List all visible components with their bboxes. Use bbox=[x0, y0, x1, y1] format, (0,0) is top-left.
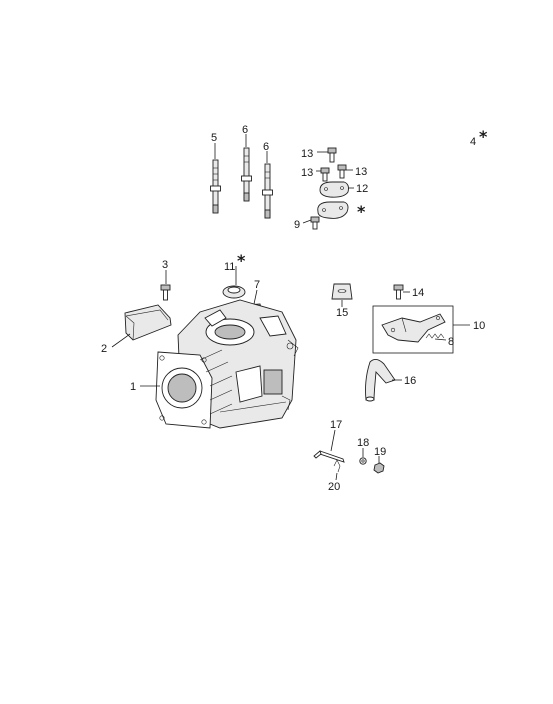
label-part-11: 11 bbox=[224, 261, 235, 273]
label-part-15: 15 bbox=[336, 307, 348, 319]
bolt-13-left bbox=[320, 167, 330, 182]
label-part-19: 19 bbox=[374, 446, 386, 458]
stud-bolt-6b bbox=[262, 163, 273, 219]
cylinder-head-1 bbox=[155, 299, 299, 429]
governor-bracket bbox=[381, 313, 446, 343]
bolt-13-top bbox=[327, 147, 337, 163]
stud-bolt-6a bbox=[241, 147, 252, 202]
label-part-2: 2 bbox=[101, 343, 107, 355]
rod-17 bbox=[313, 450, 345, 463]
bolt-13-right bbox=[337, 164, 347, 179]
label-part-5: 5 bbox=[211, 132, 217, 144]
label-star-11: * bbox=[237, 251, 246, 270]
label-part-6a: 6 bbox=[242, 124, 248, 136]
valve-seal-11 bbox=[222, 285, 246, 299]
label-part-16: 16 bbox=[404, 375, 416, 387]
label-part-18: 18 bbox=[357, 437, 369, 449]
label-part-7: 7 bbox=[254, 279, 260, 291]
label-part-1: 1 bbox=[130, 381, 136, 393]
cover-gasket-star bbox=[317, 201, 349, 219]
label-part-17: 17 bbox=[330, 419, 342, 431]
label-star-cover: * bbox=[357, 202, 366, 221]
rubber-cap-15 bbox=[331, 283, 353, 300]
label-part-13c: 13 bbox=[355, 166, 367, 178]
label-part-9: 9 bbox=[294, 219, 300, 231]
nut-19 bbox=[373, 462, 385, 474]
callout-labels: 5 6 6 13 13 13 12 * 9 4 * 3 11 * 7 2 1 1… bbox=[101, 124, 488, 493]
label-part-4: 4 bbox=[470, 136, 476, 148]
bolt-9 bbox=[310, 216, 320, 230]
label-part-13b: 13 bbox=[301, 167, 313, 179]
governor-bracket-box-10 bbox=[372, 305, 454, 354]
bolt-14 bbox=[393, 284, 404, 300]
label-part-14: 14 bbox=[412, 287, 424, 299]
label-part-8: 8 bbox=[448, 336, 454, 348]
label-part-12: 12 bbox=[356, 183, 368, 195]
label-part-13a: 13 bbox=[301, 148, 313, 160]
spring-8 bbox=[425, 333, 445, 339]
label-part-20: 20 bbox=[328, 481, 340, 493]
label-star-4: * bbox=[479, 127, 488, 146]
air-baffle-2 bbox=[124, 304, 172, 341]
breather-hose-16 bbox=[365, 359, 396, 402]
stud-bolt-5 bbox=[210, 159, 221, 214]
cover-plate-12 bbox=[319, 181, 349, 198]
spring-clip-20 bbox=[333, 459, 341, 473]
label-part-6b: 6 bbox=[263, 141, 269, 153]
label-part-10: 10 bbox=[473, 320, 485, 332]
label-part-3: 3 bbox=[162, 259, 168, 271]
washer-18 bbox=[359, 457, 367, 465]
bolt-3 bbox=[160, 284, 171, 301]
leader-lines bbox=[111, 134, 470, 481]
